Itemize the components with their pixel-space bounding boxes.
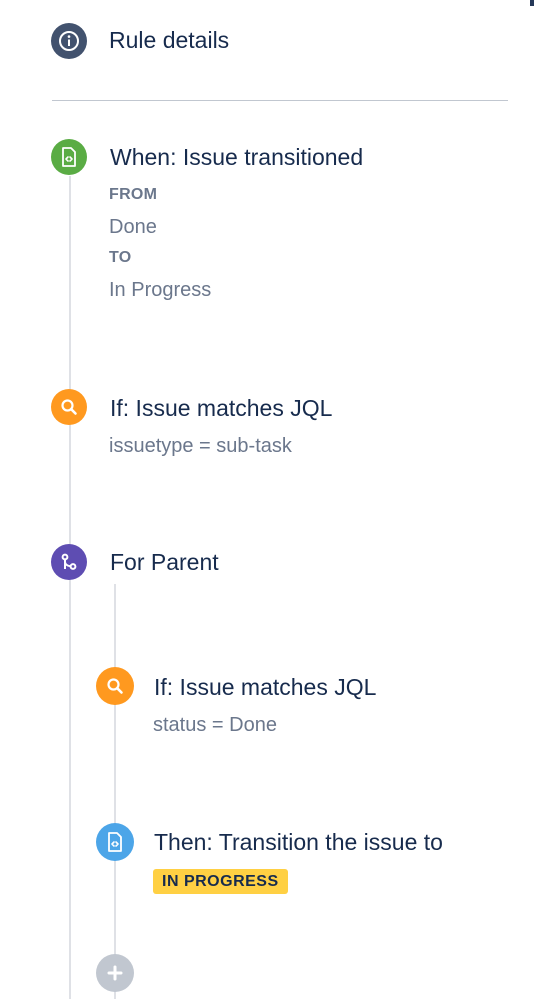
- condition-title[interactable]: If: Issue matches JQL: [110, 395, 333, 421]
- rule-connector-line: [69, 176, 71, 999]
- rule-details-title[interactable]: Rule details: [109, 27, 230, 53]
- add-component-button[interactable]: [96, 954, 134, 992]
- trigger-node[interactable]: [51, 139, 87, 175]
- action-node[interactable]: [96, 823, 134, 861]
- nested-condition-title[interactable]: If: Issue matches JQL: [154, 674, 377, 700]
- search-icon: [105, 676, 125, 696]
- trigger-title[interactable]: When: Issue transitioned: [110, 144, 364, 170]
- plus-icon: [107, 965, 123, 981]
- branch-icon: [59, 552, 79, 572]
- rule-details-button[interactable]: [51, 23, 87, 59]
- issue-transition-icon: [106, 832, 124, 852]
- branch-node[interactable]: [51, 544, 87, 580]
- search-icon: [59, 397, 79, 417]
- trigger-to-label: TO: [109, 249, 132, 266]
- corner-fragment: [530, 0, 534, 6]
- trigger-to-value: In Progress: [109, 279, 212, 301]
- trigger-from-label: FROM: [109, 186, 158, 203]
- condition-node[interactable]: [51, 389, 87, 425]
- status-lozenge: IN PROGRESS: [153, 869, 288, 894]
- branch-connector-line: [114, 584, 116, 999]
- condition-query: issuetype = sub-task: [109, 435, 292, 457]
- action-title[interactable]: Then: Transition the issue to: [154, 829, 443, 855]
- branch-title[interactable]: For Parent: [110, 549, 219, 575]
- trigger-from-value: Done: [109, 216, 157, 238]
- divider: [52, 100, 508, 101]
- issue-transition-icon: [60, 147, 78, 167]
- nested-condition-node[interactable]: [96, 667, 134, 705]
- nested-condition-query: status = Done: [153, 714, 277, 736]
- info-icon: [58, 30, 80, 52]
